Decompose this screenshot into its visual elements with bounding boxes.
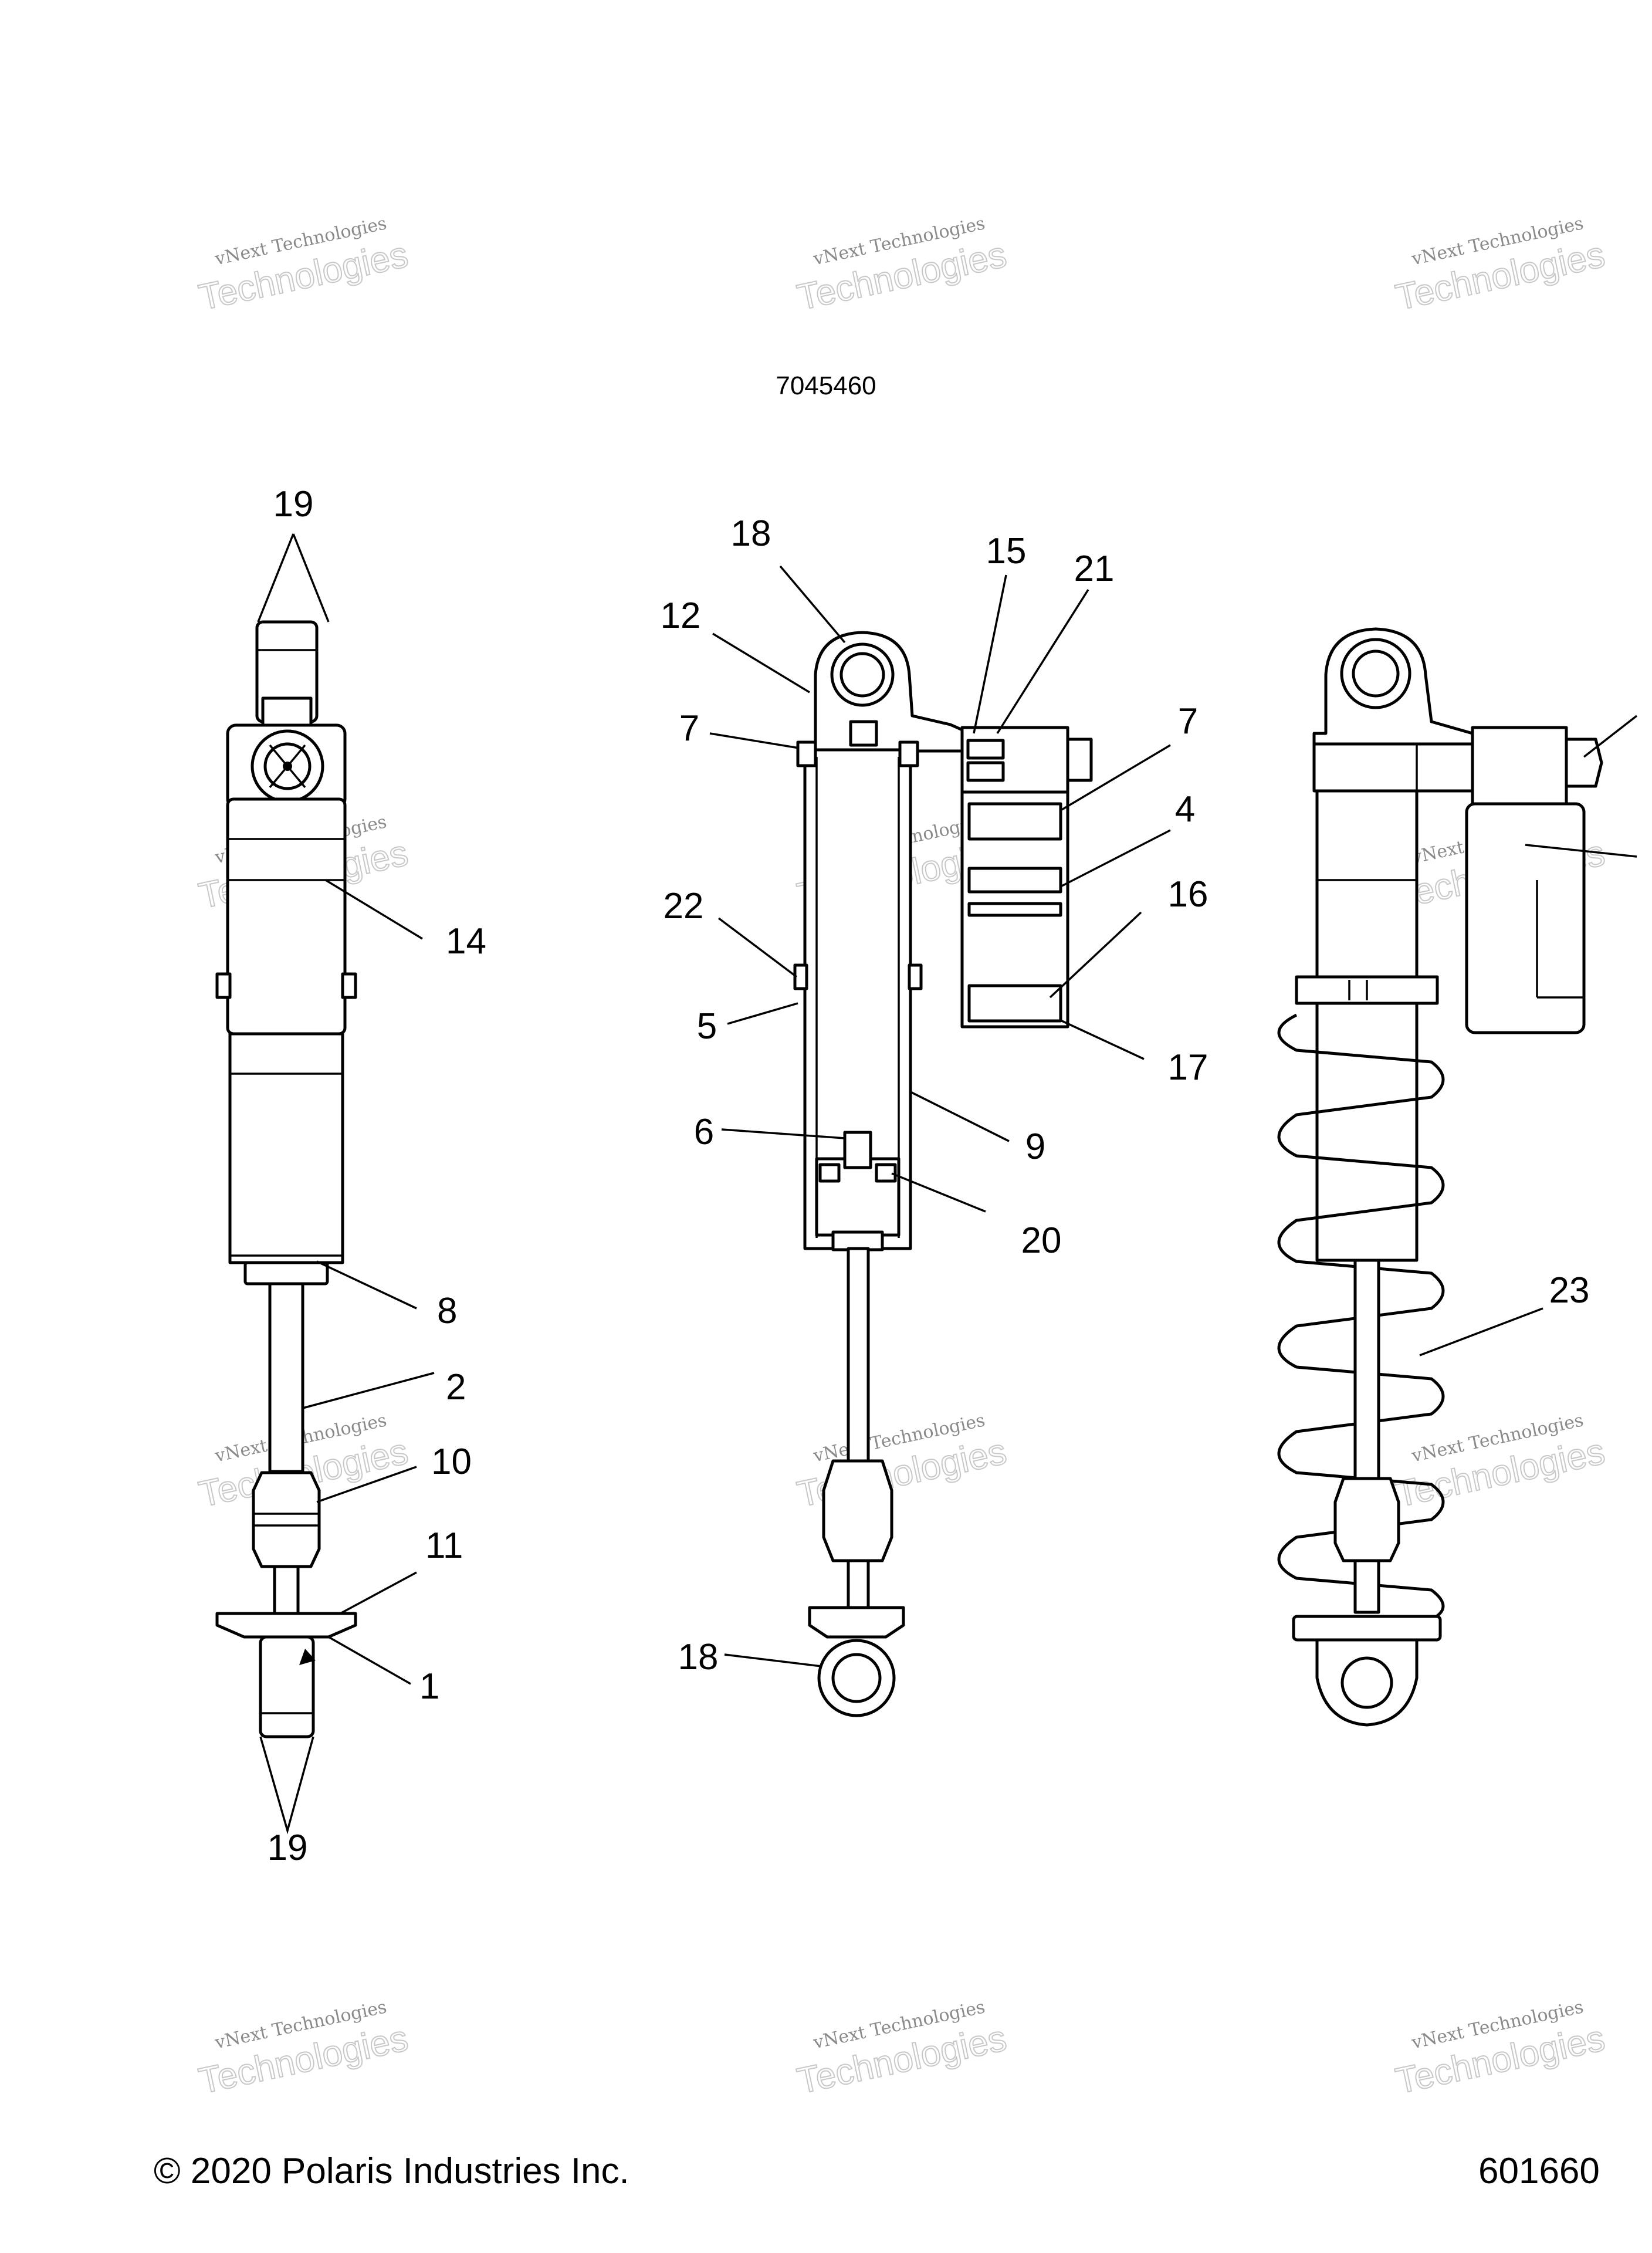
cap-plug <box>849 720 878 747</box>
leader-line <box>1525 844 1637 858</box>
callout-5: 5 <box>697 1006 717 1047</box>
callout-21: 21 <box>1074 549 1115 589</box>
bumper <box>822 1459 893 1562</box>
cap-collar <box>1312 742 1474 793</box>
leader-line <box>712 632 810 694</box>
separator <box>967 902 1062 917</box>
lower-cup <box>808 1606 905 1639</box>
leader-line <box>779 565 846 644</box>
leader-line <box>1583 715 1638 758</box>
reference-number: 7045460 <box>776 371 876 400</box>
bottom-eye <box>259 1635 315 1738</box>
leader-line <box>1419 1307 1543 1356</box>
callout-4: 4 <box>1175 789 1195 830</box>
callout-6: 6 <box>694 1112 714 1152</box>
callout-7: 7 <box>679 708 699 749</box>
reservoir-body <box>226 797 347 1036</box>
callout-18: 18 <box>731 513 771 554</box>
callout-12: 12 <box>661 596 701 636</box>
leader-line <box>973 574 1007 734</box>
callout-2: 2 <box>446 1367 466 1408</box>
callout-16: 16 <box>1168 874 1208 915</box>
cap-ring <box>796 740 817 767</box>
bumper <box>1333 1477 1400 1562</box>
figure-number: 601660 <box>1478 2151 1600 2191</box>
lower-spring-seat <box>1292 1615 1442 1642</box>
valve-seat <box>966 739 1005 760</box>
collar-clip <box>793 963 808 990</box>
callout-22: 22 <box>663 886 704 926</box>
leader-line <box>1061 829 1171 887</box>
top-eye-neck <box>261 696 313 729</box>
body-tube <box>1315 789 1419 1262</box>
shaft-lower <box>273 1565 300 1615</box>
collar-tab <box>215 972 232 999</box>
reservoir-end <box>967 984 1062 1023</box>
piston-shim <box>875 1163 897 1183</box>
valve-body <box>1471 726 1568 806</box>
bottom-eye-bushing <box>1340 1656 1393 1709</box>
bumper <box>252 1471 321 1568</box>
leader-line <box>328 1636 411 1685</box>
leader-line <box>724 1653 822 1667</box>
leader-line <box>996 589 1089 734</box>
collar-tab <box>341 972 357 999</box>
reservoir-cap <box>967 802 1062 841</box>
floating-piston <box>967 867 1062 894</box>
seal-head <box>831 1230 884 1251</box>
leader-line <box>891 1172 986 1213</box>
callout-23: 23 <box>1549 1270 1590 1311</box>
callout-19: 19 <box>273 484 314 525</box>
leader-line <box>257 533 330 623</box>
leader-line <box>325 879 423 940</box>
leader-line <box>709 732 800 749</box>
valve-housing <box>960 726 1069 794</box>
leader-line <box>259 1736 314 1835</box>
piston-nut <box>843 1131 872 1169</box>
callout-1: 1 <box>419 1666 439 1707</box>
leader-line <box>316 1466 417 1503</box>
callout-14: 14 <box>446 921 486 962</box>
callout-11: 11 <box>425 1525 463 1566</box>
callout-17: 17 <box>1168 1047 1208 1088</box>
leader-line <box>340 1571 417 1615</box>
callout-8: 8 <box>437 1291 457 1331</box>
leader-line <box>316 1260 417 1310</box>
adjuster-knob <box>1066 738 1093 782</box>
callout-9: 9 <box>1025 1126 1045 1167</box>
leader-line <box>302 1372 435 1409</box>
cap-ring <box>898 740 919 767</box>
leader-line <box>1061 744 1171 811</box>
seal-cap <box>243 1261 329 1286</box>
shaft <box>268 1282 304 1473</box>
coil-spring <box>1277 1013 1445 1621</box>
callout-19: 19 <box>268 1828 308 1868</box>
reservoir <box>1465 802 1586 1034</box>
leader-line <box>1061 1020 1145 1060</box>
callout-7: 7 <box>1178 701 1198 742</box>
shock-side-view: 19 14 8 2 10 11 1 19 <box>215 484 486 1868</box>
copyright-notice: © 2020 Polaris Industries Inc. <box>154 2151 629 2191</box>
callout-10: 10 <box>431 1442 472 1482</box>
main-body <box>228 1032 344 1264</box>
leader-line <box>717 917 798 978</box>
piston-shim <box>818 1163 841 1183</box>
shock-cross-section: 18 12 15 21 7 7 4 16 22 5 17 6 9 20 18 <box>661 513 1208 1717</box>
leader-line <box>721 1128 845 1139</box>
bottom-eye-bushing <box>831 1653 882 1703</box>
shock-with-spring: 23 <box>1277 627 1638 1727</box>
leader-line <box>1049 911 1142 999</box>
top-eye-bushing <box>1352 649 1400 698</box>
callout-18: 18 <box>678 1637 719 1677</box>
retaining-cup <box>215 1612 357 1639</box>
leader-line <box>909 1090 1010 1142</box>
callout-20: 20 <box>1021 1220 1062 1261</box>
valve-seat <box>966 761 1005 782</box>
collar-clip <box>908 963 923 990</box>
leader-line <box>727 1002 798 1025</box>
callout-15: 15 <box>986 531 1027 571</box>
